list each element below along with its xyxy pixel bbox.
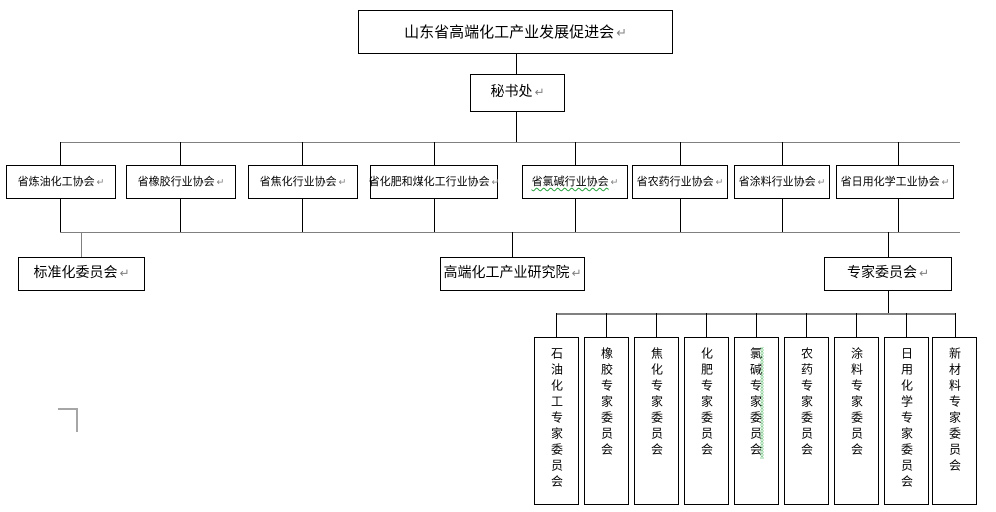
pilcrow-mark: ↵ [96,177,105,189]
node-standardization-committee[interactable]: 标准化委员会↵ [18,257,145,291]
node-expert-chlor-alkali[interactable]: 氯碱专家委员会 [734,337,779,505]
connector-middle-bus [60,232,960,233]
node-label: 石油化工专家委员会 [549,347,564,491]
connector-drop-expert-2 [606,313,607,337]
node-label: 专家委员会 [847,265,918,282]
node-expert-coking[interactable]: 焦化专家委员会 [634,337,679,505]
pilcrow-mark: ↵ [941,177,950,189]
connector-drop-expert-committee [888,232,889,257]
node-root[interactable]: 山东省高端化工产业发展促进会↵ [358,10,673,54]
node-label: 省橡胶行业协会 [137,175,215,189]
node-label: 省化肥和煤化工行业协会 [368,175,490,189]
connector-drop-expert-8 [906,313,907,337]
node-association-riyong-huaxue[interactable]: 省日用化学工业协会↵ [836,165,954,199]
connector-drop-expert-5 [756,313,757,337]
node-label: 省氯碱行业协会 [531,175,609,189]
node-research-institute[interactable]: 高端化工产业研究院↵ [440,257,585,291]
node-label: 省焦化行业协会 [259,175,337,189]
node-label: 化肥专家委员会 [699,347,714,459]
canvas-corner-mark [58,408,78,432]
connector-assoc-8-to-bus2 [898,199,899,232]
node-expert-coatings[interactable]: 涂料专家委员会 [834,337,879,505]
node-label: 省日用化学工业协会 [840,175,940,189]
node-label: 氯碱专家委员会 [748,347,763,459]
connector-secretariat-to-bus [516,112,517,142]
connector-drop-expert-6 [806,313,807,337]
pilcrow-mark: ↵ [491,177,500,189]
node-association-xiangjiao[interactable]: 省橡胶行业协会↵ [126,165,236,199]
node-association-jiaohua[interactable]: 省焦化行业协会↵ [248,165,358,199]
pilcrow-mark: ↵ [119,266,130,281]
node-expert-new-materials[interactable]: 新材料专家委员会 [932,337,977,505]
connector-drop-expert-7 [856,313,857,337]
connector-drop-expert-3 [656,313,657,337]
connector-assoc-6-to-bus2 [680,199,681,232]
connector-assoc-4-to-bus2 [434,199,435,232]
node-label: 涂料专家委员会 [849,347,864,459]
connector-expert-to-bottom-bus [888,291,889,313]
connector-assoc-2-to-bus2 [180,199,181,232]
pilcrow-mark: ↵ [610,177,619,189]
pilcrow-mark: ↵ [919,266,929,281]
node-association-nongyao[interactable]: 省农药行业协会↵ [632,165,728,199]
connector-drop-assoc-6 [680,142,681,165]
node-label: 省炼油化工协会 [17,175,95,189]
node-association-huafei-meihuagong[interactable]: 省化肥和煤化工行业协会↵ [368,165,500,199]
connector-drop-assoc-4 [434,142,435,165]
connector-root-to-secretariat [516,54,517,74]
node-label: 橡胶专家委员会 [599,347,614,459]
node-expert-petrochemical[interactable]: 石油化工专家委员会 [534,337,579,505]
pilcrow-mark: ↵ [216,177,225,189]
connector-drop-expert-4 [706,313,707,337]
node-label: 高端化工产业研究院 [443,265,570,282]
connector-assoc-5-to-bus2 [575,199,576,232]
connector-association-bus [60,142,960,143]
node-expert-household-chemicals[interactable]: 日用化学专家委员会 [884,337,929,505]
node-expert-pesticide[interactable]: 农药专家委员会 [784,337,829,505]
connector-drop-assoc-1 [60,142,61,165]
node-expert-rubber[interactable]: 橡胶专家委员会 [584,337,629,505]
connector-drop-expert-9 [955,313,956,337]
node-expert-fertilizer[interactable]: 化肥专家委员会 [684,337,729,505]
node-label: 标准化委员会 [33,265,118,282]
pilcrow-mark: ↵ [616,25,627,41]
connector-drop-assoc-7 [782,142,783,165]
connector-assoc-3-to-bus2 [302,199,303,232]
node-label: 农药专家委员会 [799,347,814,459]
node-association-lvjian[interactable]: 省氯碱行业协会↵ [522,165,628,199]
node-label: 新材料专家委员会 [947,347,962,475]
node-secretariat-label: 秘书处 [490,84,533,101]
connector-drop-assoc-8 [898,142,899,165]
connector-assoc-1-to-bus2 [60,199,61,232]
node-secretariat[interactable]: 秘书处↵ [470,74,565,112]
node-root-label: 山东省高端化工产业发展促进会 [404,22,615,41]
connector-drop-research-institute [512,232,513,257]
node-label: 省农药行业协会 [636,175,714,189]
connector-drop-assoc-3 [302,142,303,165]
node-expert-committee[interactable]: 专家委员会↵ [824,257,952,291]
connector-drop-assoc-2 [180,142,181,165]
pilcrow-mark: ↵ [338,177,347,189]
pilcrow-mark: ↵ [715,177,724,189]
connector-assoc-7-to-bus2 [782,199,783,232]
pilcrow-mark: ↵ [571,266,582,281]
connector-drop-expert-1 [556,313,557,337]
node-association-tuliao[interactable]: 省涂料行业协会↵ [734,165,830,199]
node-label: 焦化专家委员会 [649,347,664,459]
node-association-lianyou[interactable]: 省炼油化工协会↵ [6,165,116,199]
pilcrow-mark: ↵ [817,177,826,189]
connector-drop-standardization [81,232,82,257]
node-label: 省涂料行业协会 [738,175,816,189]
node-label: 日用化学专家委员会 [899,347,914,491]
connector-drop-assoc-5 [575,142,576,165]
pilcrow-mark: ↵ [534,85,545,100]
